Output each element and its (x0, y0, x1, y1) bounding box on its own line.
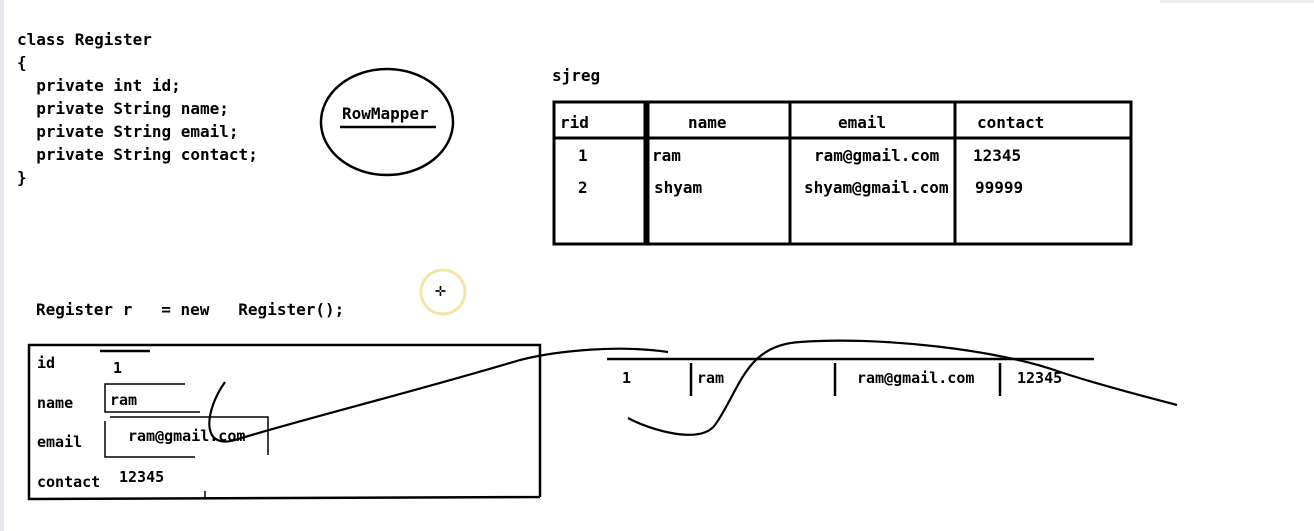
table-header-cell: rid (560, 113, 589, 132)
code-line: private String contact; (17, 145, 258, 164)
left-edge-strip (0, 0, 4, 531)
table-cell: 2 (578, 178, 588, 197)
field-value: ram@gmail.com (128, 427, 246, 445)
result-cell: ram@gmail.com (857, 369, 975, 387)
table-header-cell: email (838, 113, 887, 132)
result-cell: 1 (622, 369, 632, 387)
field-value: 1 (113, 359, 123, 377)
result-cell: ram (697, 369, 725, 387)
code-line: } (17, 168, 27, 187)
table-cell: shyam@gmail.com (804, 178, 949, 197)
mapping-curve (627, 339, 1178, 436)
rowmapper-label: RowMapper (342, 104, 429, 123)
table-cell: shyam (654, 178, 703, 197)
code-line: private String email; (17, 122, 239, 141)
mapping-curve (208, 347, 669, 443)
table-cell: ram@gmail.com (814, 146, 940, 165)
table-name: sjreg (552, 66, 601, 85)
field-label: id (37, 354, 56, 372)
code-line: private int id; (17, 76, 181, 95)
object-box-border (27, 343, 542, 501)
move-cursor-icon: ✛ (435, 280, 446, 301)
sjreg-table-border (552, 100, 1133, 246)
code-line: { (17, 53, 27, 72)
top-edge-bar (1160, 0, 1314, 3)
rowmapper-ellipse (319, 67, 455, 177)
instantiation-statement: Register r = new Register(); (36, 300, 345, 319)
field-label: email (37, 433, 83, 451)
field-label: name (37, 394, 74, 412)
field-value: 12345 (119, 468, 165, 486)
result-cell: 12345 (1017, 369, 1063, 387)
table-cell: 1 (578, 146, 588, 165)
table-cell: 12345 (973, 146, 1022, 165)
field-value: ram (110, 391, 138, 409)
code-line: class Register (17, 30, 152, 49)
object-field-slots (100, 349, 269, 497)
cursor-ring (419, 268, 467, 316)
table-header-cell: contact (977, 113, 1045, 132)
table-cell: ram (652, 146, 681, 165)
field-label: contact (37, 473, 101, 491)
table-header-cell: name (688, 113, 727, 132)
code-line: private String name; (17, 99, 229, 118)
table-cell: 99999 (975, 178, 1024, 197)
